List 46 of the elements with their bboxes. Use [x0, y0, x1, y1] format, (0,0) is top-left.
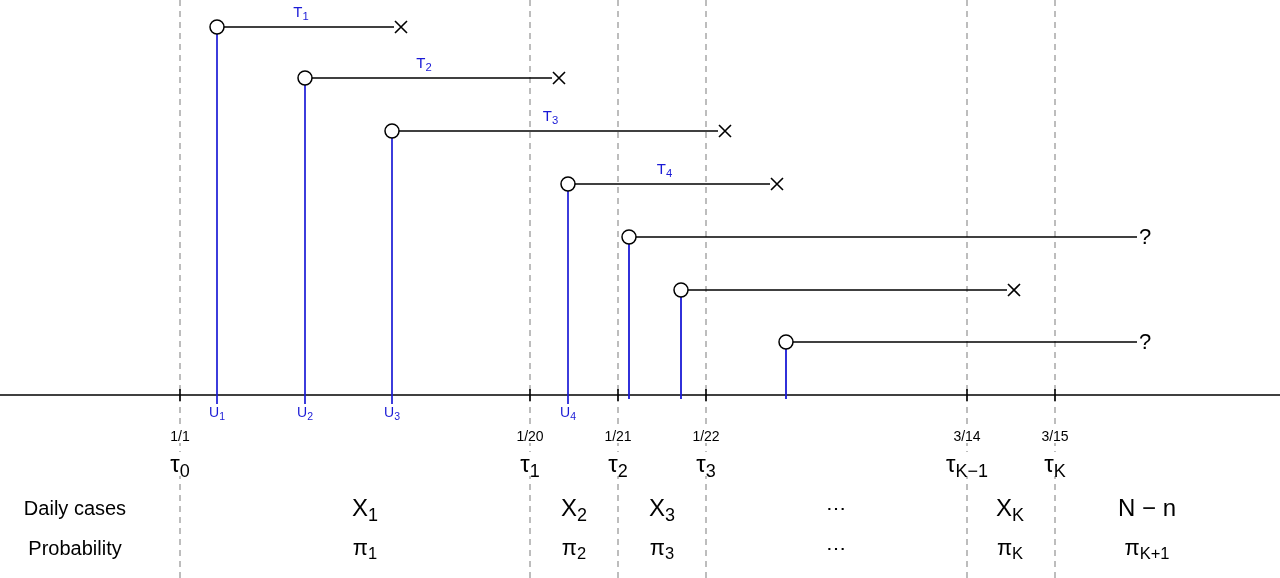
duration-line — [574, 183, 771, 185]
axis-label: 1/20 — [514, 429, 546, 443]
cross-mark — [393, 19, 409, 35]
onset-label: U$_{1}$ — [208, 405, 226, 419]
onset-circle — [209, 19, 225, 35]
axis-label: 3/14 — [951, 429, 983, 443]
row-label: Probability — [26, 538, 124, 558]
cross-mark — [769, 176, 785, 192]
onset-line — [216, 33, 218, 405]
onset-circle — [778, 334, 794, 350]
cross-mark — [551, 70, 567, 86]
onset-line — [391, 137, 393, 405]
onset-circle — [560, 176, 576, 192]
onset-circle — [297, 70, 313, 86]
duration-line — [223, 26, 395, 28]
onset-circle — [621, 229, 637, 245]
onset-line — [304, 84, 306, 405]
axis-label: X$_{3}$ — [647, 496, 677, 520]
onset-circle — [384, 123, 400, 139]
cross-mark — [1006, 282, 1022, 298]
onset-circle — [673, 282, 689, 298]
unknown-end-mark: ? — [1137, 331, 1153, 353]
unknown-end-mark: ? — [1137, 226, 1153, 248]
axis-label: τ$_{0}$ — [168, 452, 192, 476]
axis-label: τ$_{1}$ — [518, 452, 542, 476]
duration-line — [398, 130, 719, 132]
axis-label: 3/15 — [1039, 429, 1071, 443]
onset-line — [567, 190, 569, 405]
duration-line — [635, 236, 1138, 238]
onset-label: U$_{3}$ — [383, 405, 401, 419]
axis-label: 1/21 — [602, 429, 634, 443]
axis-label: τ$_{K−1}$ — [944, 452, 990, 476]
axis-label: 1/22 — [690, 429, 722, 443]
axis-label: 1/1 — [168, 429, 192, 443]
duration-line — [792, 341, 1138, 343]
axis-label: X$_{1}$ — [350, 496, 380, 520]
duration-line — [311, 77, 553, 79]
axis-label: τ$_{3}$ — [694, 452, 718, 476]
axis-label: τ$_{K}$ — [1042, 452, 1068, 476]
onset-label: U$_{4}$ — [559, 405, 577, 419]
duration-line — [687, 289, 1008, 291]
axis-label: X$_{K}$ — [994, 496, 1026, 520]
onset-label: U$_{2}$ — [296, 405, 314, 419]
axis-label: X$_{2}$ — [559, 496, 589, 520]
cross-mark — [717, 123, 733, 139]
axis-label: τ$_{2}$ — [606, 452, 630, 476]
